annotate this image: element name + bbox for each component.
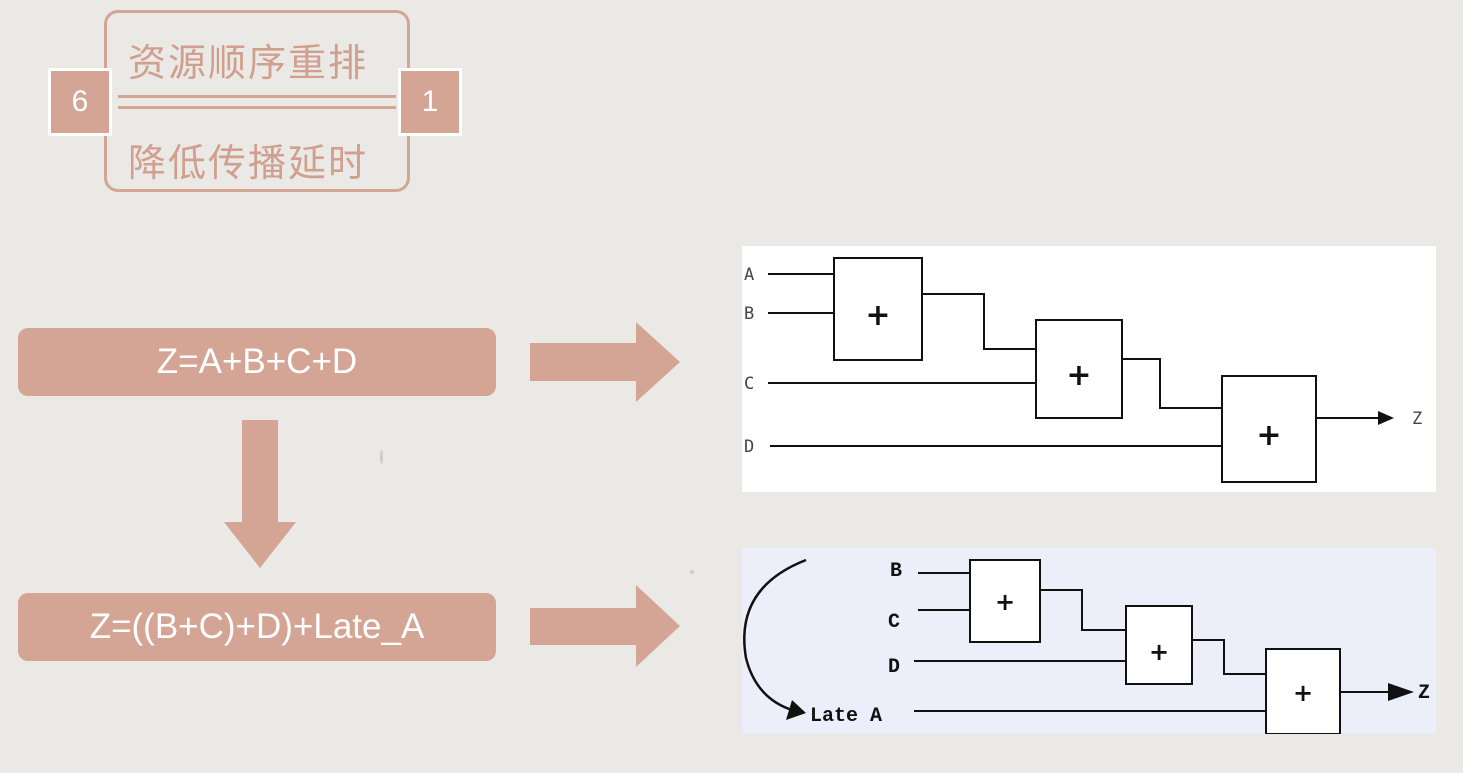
output-label-z: Z <box>1412 409 1422 429</box>
adder-2 <box>1035 319 1123 419</box>
adder-1-symbol: + <box>995 588 1015 616</box>
input-label-late-a: Late A <box>810 705 882 728</box>
title-line-bottom: 降低传播延时 <box>128 141 369 185</box>
input-label-b: B <box>744 304 754 324</box>
background-speck <box>690 570 694 574</box>
equation-reordered: Z=((B+C)+D)+Late_A <box>18 593 496 661</box>
adder-1 <box>969 559 1041 643</box>
adder-3 <box>1221 375 1317 483</box>
output-label-z: Z <box>1418 682 1430 705</box>
background-speck <box>380 450 383 464</box>
title-divider <box>118 95 396 109</box>
adder-1-symbol: + <box>865 298 890 333</box>
adder-3 <box>1265 648 1341 734</box>
arrow-right-icon <box>530 322 680 402</box>
input-label-d: D <box>744 437 754 457</box>
arrow-down-icon <box>224 420 296 568</box>
input-label-a: A <box>744 265 754 285</box>
output-arrowhead-icon <box>1388 683 1414 701</box>
adder-2 <box>1125 605 1193 685</box>
badge-number-right: 1 <box>398 68 462 136</box>
adder-3-symbol: + <box>1293 679 1313 707</box>
input-label-d: D <box>888 656 900 679</box>
title-line-top: 资源顺序重排 <box>128 41 369 85</box>
input-label-c: C <box>744 374 754 394</box>
input-label-b: B <box>890 560 902 583</box>
equation-original: Z=A+B+C+D <box>18 328 496 396</box>
badge-number-left: 6 <box>48 68 112 136</box>
reorder-arrowhead-icon <box>786 700 806 720</box>
adder-2-symbol: + <box>1066 358 1091 393</box>
input-label-c: C <box>888 611 900 634</box>
arrow-right-icon <box>530 585 680 667</box>
adder-2-symbol: + <box>1149 638 1169 666</box>
circuit-serial-panel: + + + A B C D Z <box>742 246 1436 492</box>
adder-1 <box>833 257 923 361</box>
output-arrowhead-icon <box>1378 411 1394 425</box>
circuit-serial-diagram: + + + A B C D Z <box>744 257 1422 483</box>
circuit-reordered-panel: + + + B C D Late A Z <box>742 548 1436 734</box>
circuit-reordered-diagram: + + + B C D Late A Z <box>743 558 1430 734</box>
adder-3-symbol: + <box>1256 418 1281 453</box>
